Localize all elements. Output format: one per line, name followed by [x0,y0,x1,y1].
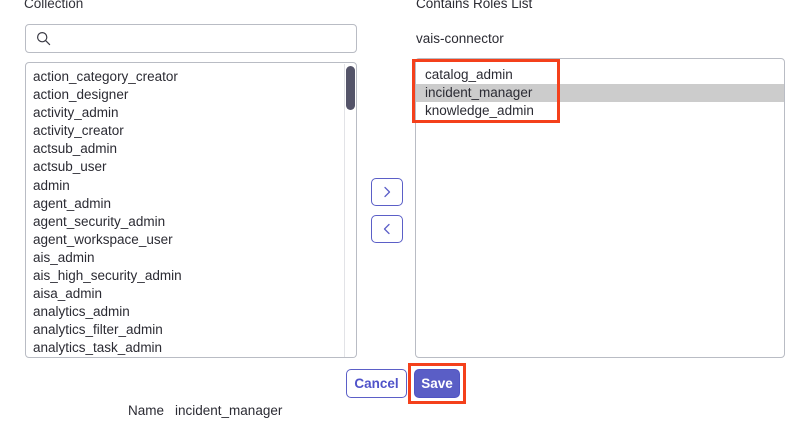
collection-option[interactable]: ais_high_security_admin [33,268,182,284]
record-name-text: vais-connector [416,31,504,46]
collection-option[interactable]: analytics_filter_admin [33,322,163,338]
name-row: Name incident_manager [128,403,282,418]
collection-option[interactable]: ais_admin [33,249,95,265]
collection-option[interactable]: aisa_admin [33,286,103,302]
collection-option[interactable]: activity_admin [33,105,119,121]
collection-label: Collection [24,0,84,11]
search-input[interactable] [58,25,348,52]
role-option[interactable]: knowledge_admin [425,103,534,119]
collection-option[interactable]: agent_admin [33,195,112,211]
cancel-button[interactable]: Cancel [346,369,407,398]
collection-option[interactable]: action_designer [33,87,129,103]
collection-option[interactable]: actsub_user [33,159,107,175]
save-button[interactable]: Save [414,369,460,398]
collection-option[interactable]: analytics_admin [33,304,130,320]
remove-role-button[interactable] [371,215,403,243]
name-value: incident_manager [175,403,283,418]
collection-option[interactable]: activity_creator [33,123,124,139]
collection-option[interactable]: agent_security_admin [33,213,166,229]
search-field[interactable] [25,24,357,53]
collection-option[interactable]: agent_workspace_user [33,231,173,247]
chevron-right-icon [381,185,393,199]
name-label: Name [128,403,165,418]
collection-option[interactable]: actsub_admin [33,141,118,157]
collection-option[interactable]: action_category_creator [33,69,178,84]
contains-roles-list-label: Contains Roles List [416,0,533,11]
chevron-left-icon [381,222,393,236]
collection-scrollbar[interactable] [344,64,355,357]
role-option[interactable]: incident_manager [416,84,784,103]
add-role-button[interactable] [371,178,403,206]
collection-option[interactable]: admin [33,177,70,193]
collection-option[interactable]: analytics_task_admin [33,340,163,356]
role-option[interactable]: catalog_admin [425,67,513,82]
collection-scrollbar-thumb[interactable] [346,66,355,110]
search-icon [36,31,51,46]
